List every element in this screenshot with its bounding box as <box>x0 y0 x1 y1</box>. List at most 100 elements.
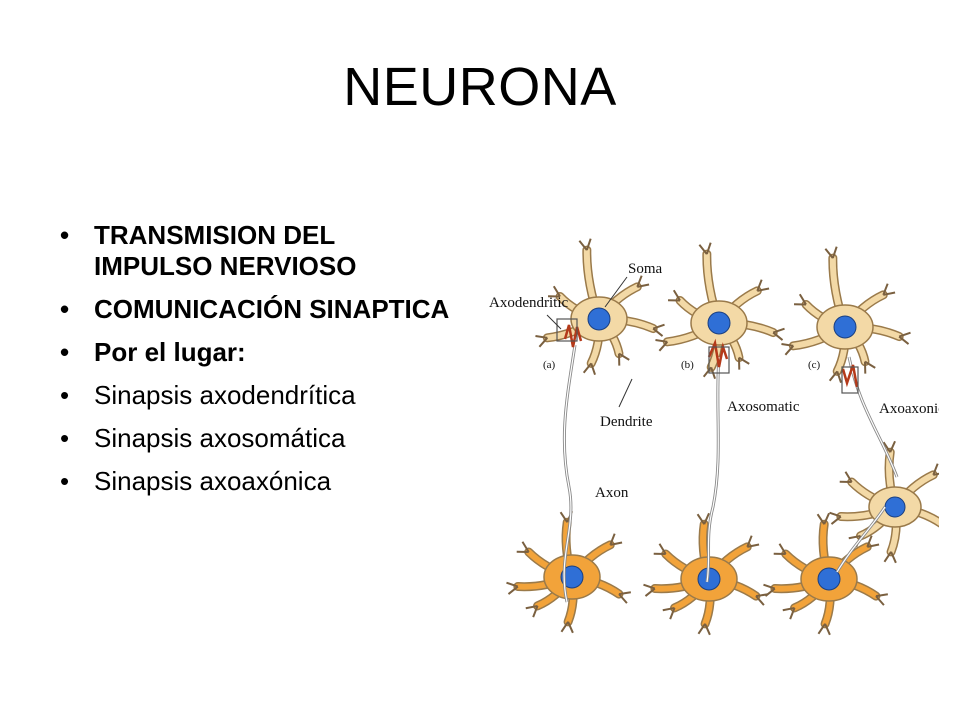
neuron-b-lower <box>643 512 768 636</box>
pointer-soma <box>604 276 628 308</box>
neuron-c-middle <box>829 440 939 564</box>
neuron-b-upper-nucleus <box>707 311 731 335</box>
label-soma: Soma <box>628 261 663 277</box>
neuron-c-upper-dendrite-fork <box>898 331 911 345</box>
neuron-b-lower-dendrite-fork <box>643 583 656 597</box>
neuron-a-lower-dendrite-fork <box>506 581 519 595</box>
bullet-text: Sinapsis axosomática <box>94 423 346 453</box>
bullet-item: •TRANSMISION DEL IMPULSO NERVIOSO <box>60 220 460 282</box>
neuron-c-lower-dendrite-fork <box>773 543 787 555</box>
neuron-c-lower-dendrite-fork <box>875 593 888 606</box>
synapse-types-figure: Soma Axodendritic (a) (b) (c) Dendrite A… <box>487 207 939 669</box>
bullet-dot: • <box>60 220 70 250</box>
neuron-c-upper-nucleus <box>833 315 857 339</box>
bullet-item: • COMUNICACIÓN SINAPTICA <box>60 294 460 325</box>
neuron-c-upper-dendrite-fork <box>864 360 876 374</box>
bullet-item: • Sinapsis axodendrítica <box>60 380 460 411</box>
bullet-dot: • <box>60 380 70 410</box>
label-a: (a) <box>543 359 556 371</box>
neuron-b-upper <box>655 242 785 380</box>
bullet-item: • Por el lugar: <box>60 337 460 368</box>
neuron-c-upper-dendrite-fork <box>794 293 807 306</box>
bullet-dot: • <box>60 337 70 367</box>
neuron-b-lower-dendrite-fork <box>696 512 710 525</box>
synapse-terminal-a <box>563 324 583 348</box>
neuron-c-upper-dendrite-fork <box>781 343 795 356</box>
bullet-text: COMUNICACIÓN SINAPTICA <box>94 294 450 324</box>
bullet-item: • Sinapsis axosomática <box>60 423 460 454</box>
bullet-dot: • <box>60 294 70 324</box>
axon-b-inner <box>706 356 720 583</box>
neuron-a-upper-dendrite-fork <box>652 323 665 337</box>
neuron-a-upper-dendrite-fork <box>618 352 630 366</box>
pointer-axodendritic <box>546 314 562 330</box>
neuron-c-upper-dendrite-fork <box>882 283 896 296</box>
neuron-b-upper-dendrite-fork <box>756 279 770 292</box>
slide-title: NEURONA <box>343 57 617 117</box>
neuron-c-lower-dendrite-fork <box>782 606 796 620</box>
neuron-c-lower-dendrite-fork <box>816 512 830 525</box>
neuron-c-lower-nucleus <box>817 567 841 591</box>
bullet-list: •TRANSMISION DEL IMPULSO NERVIOSO • COMUN… <box>60 220 460 509</box>
synapse-box-a <box>556 318 578 342</box>
neuron-b-upper-dendrite-fork <box>772 327 785 341</box>
neuron-a-upper-dendrite-fork <box>636 275 650 288</box>
neuron-c-middle-dendrite-fork <box>839 471 853 483</box>
neuron-a-upper-dendrite-fork <box>578 238 592 251</box>
bullet-text: Sinapsis axodendrítica <box>94 380 356 410</box>
neuron-a-lower-dendrite-fork <box>618 591 631 604</box>
neuron-c-middle-dendrite-fork <box>829 511 842 525</box>
neuron-a-upper-nucleus <box>587 307 611 331</box>
label-b: (b) <box>681 359 694 371</box>
neurons-layer <box>506 238 939 636</box>
axon-a-inner <box>563 344 576 603</box>
neuron-a-upper-dendrite-fork <box>548 285 561 298</box>
neuron-c-middle-dendrite-fork <box>883 551 897 564</box>
pointer-dendrite <box>618 378 633 408</box>
label-axoaxonic: Axoaxonic <box>879 401 939 417</box>
bullet-item: • Sinapsis axoaxónica <box>60 466 460 497</box>
neuron-c-middle-dendrite-fork <box>882 440 896 453</box>
neuron-a-upper <box>535 238 665 376</box>
neuron-c-lower <box>763 512 888 636</box>
label-c: (c) <box>808 359 821 371</box>
label-axosomatic: Axosomatic <box>727 399 800 415</box>
neuron-a-lower-dendrite-fork <box>560 621 574 634</box>
synapse-box-b <box>708 346 730 374</box>
axon-c-inner <box>848 356 898 478</box>
neuron-a-lower-dendrite-fork <box>609 533 623 546</box>
neuron-c-upper-dendrite-fork <box>828 370 842 384</box>
neuron-b-lower-dendrite-fork <box>697 623 711 636</box>
bullet-text: Sinapsis axoaxónica <box>94 466 332 496</box>
axon-c2-inner <box>836 506 886 573</box>
synapse-box-c <box>841 366 859 394</box>
neuron-b-lower-dendrite-fork <box>746 535 760 548</box>
bullet-dot: • <box>60 466 70 496</box>
neuron-b-lower-dendrite-fork <box>653 543 667 555</box>
label-axon: Axon <box>595 485 629 501</box>
neuron-b-upper-dendrite-fork <box>698 242 712 255</box>
neuron-b-lower-dendrite-fork <box>662 606 676 620</box>
bullet-text: Por el lugar: <box>94 337 246 367</box>
neuron-c-upper <box>781 246 911 384</box>
label-dendrite: Dendrite <box>600 414 653 430</box>
neuron-a-upper-dendrite-fork <box>582 362 596 376</box>
neuron-c-middle-nucleus <box>884 496 906 518</box>
neuron-a-lower <box>506 510 631 634</box>
axons-layer <box>562 344 899 603</box>
neuron-b-upper-dendrite-fork <box>668 289 681 302</box>
neuron-a-lower-dendrite-fork <box>516 541 530 553</box>
neuron-b-upper-dendrite-fork <box>738 356 750 370</box>
neuron-c-upper-dendrite-fork <box>824 246 838 259</box>
neuron-c-lower-dendrite-fork <box>817 623 831 636</box>
neuron-a-lower-dendrite-fork <box>525 604 539 618</box>
neuron-c-lower-dendrite-fork <box>866 535 880 548</box>
neuron-diagram: Soma Axodendritic (a) (b) (c) Dendrite A… <box>489 238 939 636</box>
synapse-terminal-b <box>707 338 729 368</box>
synapse-terminal-c <box>841 364 859 388</box>
neuron-c-lower-dendrite-fork <box>763 583 776 597</box>
synapse-layer <box>556 318 859 394</box>
bullet-dot: • <box>60 423 70 453</box>
label-axodendritic: Axodendritic <box>489 295 568 311</box>
labels-layer: Soma Axodendritic (a) (b) (c) Dendrite A… <box>489 261 939 501</box>
